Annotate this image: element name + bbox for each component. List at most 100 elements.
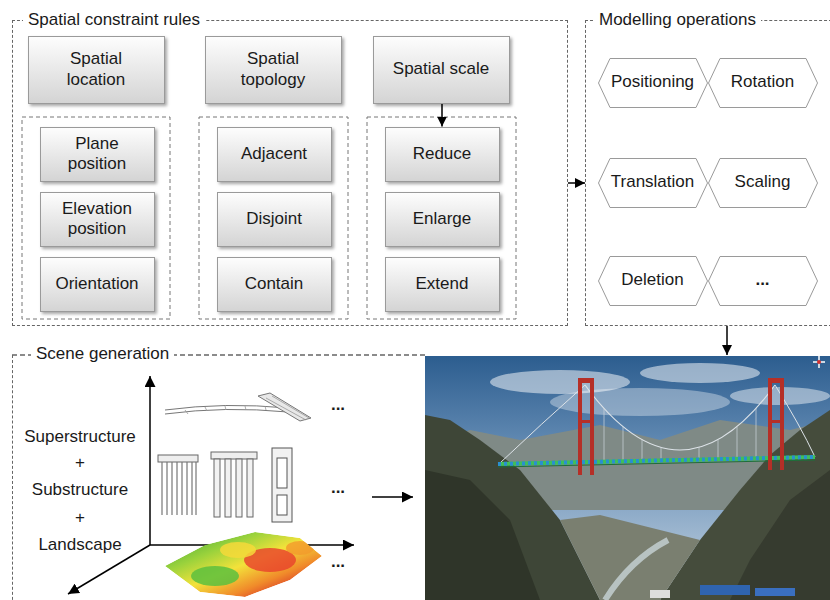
operation-hexagon: Scaling bbox=[708, 158, 818, 208]
hexagon-shape bbox=[598, 256, 707, 305]
rendered-scene bbox=[425, 356, 830, 600]
box-label: Scaling bbox=[735, 172, 791, 192]
operation-hexagon: Positioning bbox=[598, 58, 708, 108]
axis-line bbox=[149, 376, 151, 545]
operations-group: Modelling operationsPositioningRotationT… bbox=[585, 20, 830, 326]
tower-leg bbox=[780, 378, 784, 470]
box-label: Plane position bbox=[51, 134, 144, 175]
box-label: Rotation bbox=[731, 72, 794, 92]
tower-beam bbox=[768, 378, 784, 383]
axis-label: Landscape bbox=[38, 535, 121, 555]
left-mountain-shade bbox=[425, 470, 540, 600]
box-label: Spatial location bbox=[39, 49, 154, 90]
operation-hexagon: Rotation bbox=[708, 58, 818, 108]
pier-column bbox=[247, 459, 253, 517]
compass-dot bbox=[817, 360, 821, 364]
rule-box: Extend bbox=[385, 257, 500, 312]
flow-arrow bbox=[372, 496, 413, 498]
terrain-sketch bbox=[165, 532, 322, 597]
terrain-mid bbox=[220, 542, 256, 558]
cloud bbox=[640, 363, 760, 383]
tower-leg bbox=[578, 378, 582, 475]
terrain-mid bbox=[286, 541, 314, 555]
terrain-low bbox=[191, 566, 239, 586]
building bbox=[700, 585, 750, 595]
flow-arrow bbox=[568, 182, 585, 184]
flow-arrow bbox=[726, 326, 728, 355]
tower-beam bbox=[578, 378, 594, 383]
category-box: Spatial scale bbox=[373, 36, 510, 104]
rule-box: Contain bbox=[217, 257, 332, 312]
rule-box: Elevation position bbox=[40, 192, 155, 247]
constraint-group: Spatial constraint rulesSpatial location… bbox=[12, 20, 568, 326]
axis-label: Substructure bbox=[32, 480, 128, 500]
tower-beam bbox=[768, 420, 784, 423]
rule-box: Disjoint bbox=[217, 192, 332, 247]
girder-rib bbox=[266, 396, 309, 420]
deck-rib bbox=[185, 406, 266, 414]
pier-column bbox=[214, 459, 220, 517]
tower-beam bbox=[578, 420, 594, 423]
box-label: Elevation position bbox=[51, 199, 144, 240]
category-box: Spatial location bbox=[28, 36, 165, 104]
pier-column bbox=[236, 459, 242, 517]
building bbox=[755, 588, 795, 596]
main-cable bbox=[585, 385, 775, 450]
tower-leg bbox=[590, 378, 594, 475]
pier-cap bbox=[211, 452, 257, 459]
group-title: Scene generation bbox=[31, 343, 174, 365]
tower-leg bbox=[768, 378, 772, 470]
right-mountain bbox=[660, 410, 830, 600]
category-box: Spatial topology bbox=[205, 36, 342, 104]
box-label: Translation bbox=[611, 172, 694, 192]
deck bbox=[498, 457, 815, 464]
deck-pattern bbox=[498, 457, 815, 464]
hexagon-shape bbox=[598, 158, 707, 207]
pier-column bbox=[225, 459, 231, 517]
plus-sign: + bbox=[75, 508, 85, 528]
right-mountain-shade bbox=[730, 470, 830, 600]
pile-group bbox=[162, 462, 196, 515]
box-label: ... bbox=[755, 270, 769, 290]
hexagon-shape bbox=[598, 58, 707, 107]
compass-icon bbox=[813, 356, 825, 368]
box-label: Spatial topology bbox=[216, 49, 331, 90]
substructure-sketch bbox=[158, 448, 292, 522]
sky bbox=[425, 356, 830, 600]
box-label: Disjoint bbox=[246, 209, 302, 229]
superstructure-sketch bbox=[165, 393, 311, 421]
tower-opening bbox=[277, 458, 287, 488]
box-label: Contain bbox=[245, 274, 304, 294]
box-label: Enlarge bbox=[413, 209, 472, 229]
pile-cap bbox=[158, 455, 198, 462]
column-frame bbox=[199, 117, 348, 319]
terrain-surface bbox=[165, 532, 322, 597]
rule-box: Adjacent bbox=[217, 127, 332, 182]
operation-hexagon: ... bbox=[708, 256, 818, 306]
deck-underside bbox=[498, 460, 815, 467]
tower-opening bbox=[277, 495, 287, 515]
flow-arrow bbox=[441, 104, 443, 127]
rule-box: Reduce bbox=[385, 127, 500, 182]
group-title: Modelling operations bbox=[594, 9, 761, 31]
hexagon-shape bbox=[708, 58, 817, 107]
rule-box: Orientation bbox=[40, 257, 155, 312]
hexagon-shape bbox=[708, 158, 817, 207]
operation-hexagon: Translation bbox=[598, 158, 708, 208]
building bbox=[650, 590, 670, 598]
ellipsis-label: ... bbox=[331, 552, 345, 572]
left-mountain bbox=[425, 415, 600, 600]
box-label: Adjacent bbox=[241, 144, 307, 164]
column-frame bbox=[367, 117, 516, 319]
group-title: Spatial constraint rules bbox=[23, 9, 205, 31]
box-label: Orientation bbox=[55, 274, 138, 294]
ellipsis-label: ... bbox=[331, 478, 345, 498]
box-label: Reduce bbox=[413, 144, 472, 164]
hexagon-shape bbox=[708, 256, 817, 305]
girder-segment bbox=[258, 393, 311, 421]
tower-frame bbox=[272, 448, 292, 522]
deck-line bbox=[165, 409, 288, 414]
valley-floor bbox=[560, 515, 700, 600]
plus-sign: + bbox=[75, 453, 85, 473]
